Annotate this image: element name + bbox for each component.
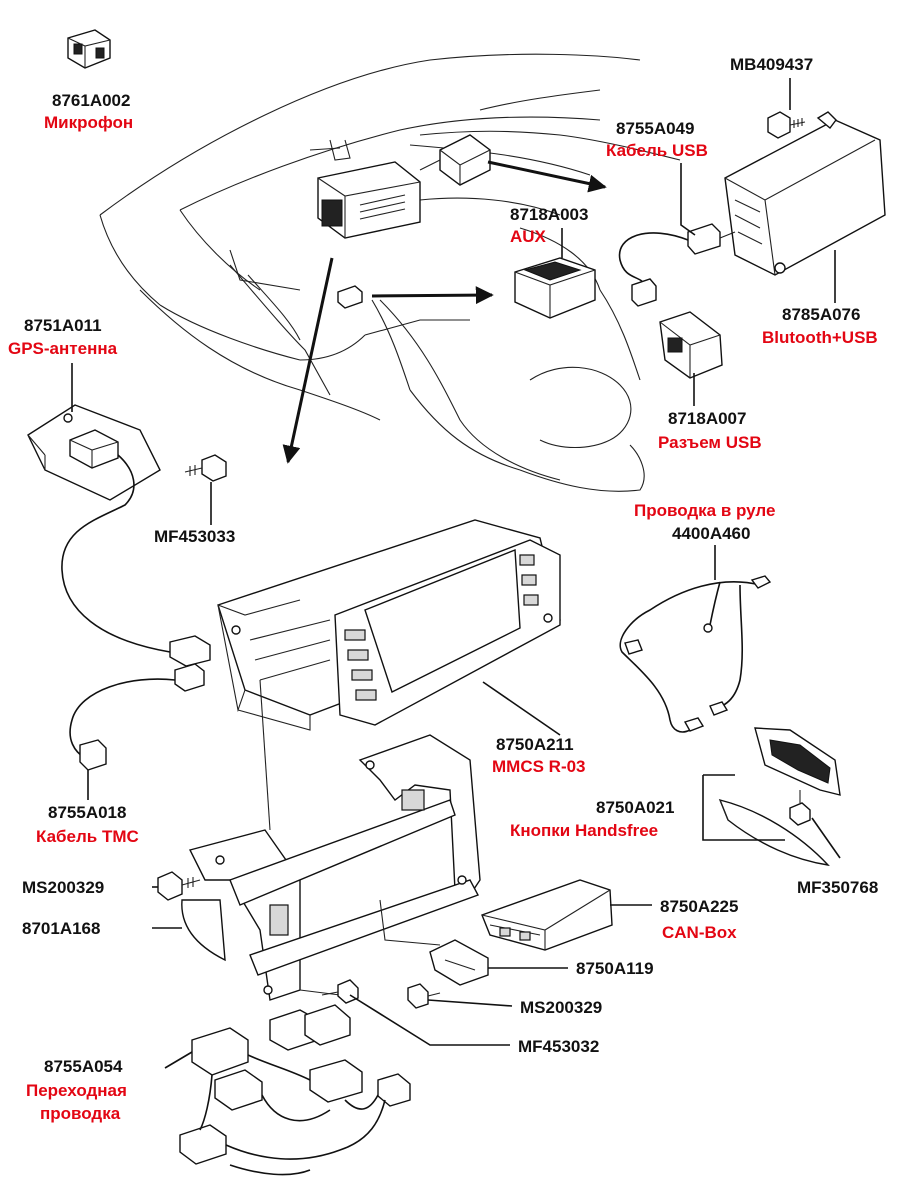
mmcs-unit — [217, 519, 561, 731]
svg-text:MF453033: MF453033 — [154, 527, 235, 546]
label-adapter-wiring: 8755A054 Переходная проводка — [26, 1057, 127, 1123]
svg-text:MMCS R-03: MMCS R-03 — [492, 757, 586, 776]
screw-mf453032 — [321, 979, 359, 1004]
label-tmc-cable: 8755A018 Кабель TMC — [36, 803, 139, 846]
svg-text:8750A119: 8750A119 — [576, 959, 654, 978]
handsfree-buttons-part — [718, 727, 841, 866]
svg-text:8751A011: 8751A011 — [24, 316, 102, 335]
assembly-lines — [259, 679, 441, 946]
svg-text:MB409437: MB409437 — [730, 55, 813, 74]
label-gps: 8751A011 GPS-антенна — [8, 316, 118, 358]
svg-text:AUX: AUX — [510, 227, 547, 246]
svg-text:GPS-антенна: GPS-антенна — [8, 339, 118, 358]
microphone-part — [67, 29, 111, 69]
dash-head-unit — [309, 134, 491, 239]
label-usb-jack: 8718A007 Разъем USB — [658, 409, 762, 452]
dashboard-outline — [99, 53, 681, 492]
svg-text:Проводка в руле: Проводка в руле — [634, 501, 775, 520]
label-wheel-wiring: Проводка в руле 4400A460 — [634, 501, 775, 543]
svg-text:4400A460: 4400A460 — [672, 524, 750, 543]
usb-jack-part — [659, 311, 723, 379]
adapter-wiring-part — [179, 1004, 411, 1176]
svg-text:8755A054: 8755A054 — [44, 1057, 123, 1076]
label-mmcs: 8750A211 MMCS R-03 — [492, 735, 586, 776]
svg-text:Кабель TMC: Кабель TMC — [36, 827, 139, 846]
svg-text:Кабель USB: Кабель USB — [606, 141, 708, 160]
label-usb-cable: 8755A049 Кабель USB — [606, 119, 708, 160]
label-microphone: 8761A002 Микрофон — [44, 91, 133, 132]
svg-text:8750A225: 8750A225 — [660, 897, 738, 916]
label-mf453033: MF453033 — [154, 527, 235, 546]
svg-text:8761A002: 8761A002 — [52, 91, 130, 110]
svg-text:CAN-Box: CAN-Box — [662, 923, 737, 942]
label-mf350768: MF350768 — [797, 878, 878, 897]
svg-text:MS200329: MS200329 — [22, 878, 104, 897]
svg-text:8750A021: 8750A021 — [596, 798, 674, 817]
svg-text:8750A211: 8750A211 — [496, 735, 574, 754]
bracket-8750a119 — [429, 939, 489, 986]
screw-ms200329-right — [407, 983, 441, 1009]
label-mf453032: MF453032 — [518, 1037, 599, 1056]
svg-text:Переходная: Переходная — [26, 1081, 127, 1100]
label-can-box: 8750A225 CAN-Box — [660, 897, 738, 942]
svg-text:Разъем USB: Разъем USB — [658, 433, 762, 452]
svg-text:проводка: проводка — [40, 1104, 121, 1123]
svg-text:MS200329: MS200329 — [520, 998, 602, 1017]
mounting-bracket-part — [181, 734, 481, 1001]
svg-text:Кнопки Handsfree: Кнопки Handsfree — [510, 821, 658, 840]
svg-text:8755A018: 8755A018 — [48, 803, 126, 822]
bluetooth-usb-module — [724, 111, 886, 276]
svg-text:MF453032: MF453032 — [518, 1037, 599, 1056]
label-bracket: 8701A168 — [22, 919, 100, 938]
svg-text:Blutooth+USB: Blutooth+USB — [762, 328, 878, 347]
svg-text:8785A076: 8785A076 — [782, 305, 860, 324]
steering-wiring-part — [619, 575, 772, 733]
can-box-part — [481, 879, 613, 951]
gps-antenna-part — [27, 404, 211, 667]
bolt-mb409437 — [767, 111, 806, 139]
svg-text:MF350768: MF350768 — [797, 878, 878, 897]
svg-text:8755A049: 8755A049 — [616, 119, 694, 138]
usb-cable-part — [618, 223, 736, 307]
leader-lines — [71, 78, 841, 1069]
dash-connector — [337, 285, 363, 309]
label-ms200329-left: MS200329 — [22, 878, 104, 897]
svg-text:8718A003: 8718A003 — [510, 205, 588, 224]
screw-mf453033 — [184, 454, 227, 482]
label-ms200329-right: MS200329 — [520, 998, 602, 1017]
svg-text:8701A168: 8701A168 — [22, 919, 100, 938]
label-aux: 8718A003 AUX — [510, 205, 588, 246]
label-8750a119: 8750A119 — [576, 959, 654, 978]
aux-part — [514, 257, 596, 319]
pointer-arrows — [282, 160, 607, 464]
screw-ms200329-left — [157, 871, 201, 901]
label-handsfree: 8750A021 Кнопки Handsfree — [510, 798, 674, 840]
svg-text:8718A007: 8718A007 — [668, 409, 746, 428]
tmc-cable-part — [69, 663, 205, 771]
svg-text:Микрофон: Микрофон — [44, 113, 133, 132]
label-mb409437: MB409437 — [730, 55, 813, 74]
label-bt-usb: 8785A076 Blutooth+USB — [762, 305, 878, 347]
screw-mf350768 — [789, 790, 811, 826]
